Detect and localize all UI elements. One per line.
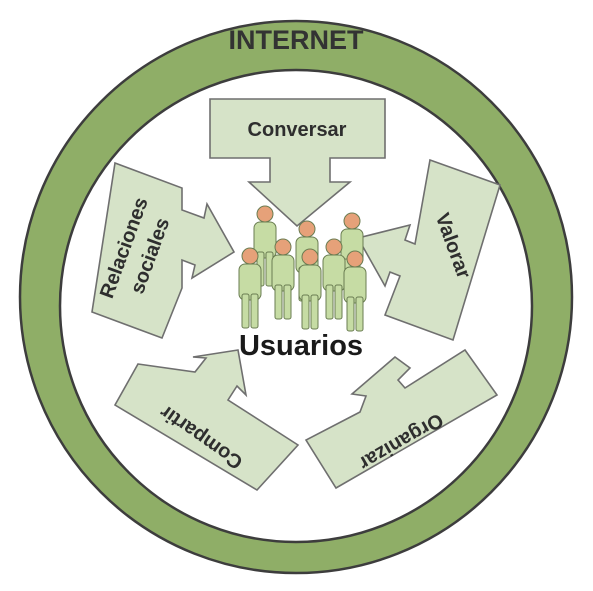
arrow-conversar: Conversar [209,98,386,228]
person-figure [343,250,367,332]
arrow-conversar-shape [209,98,386,228]
people-group-icon [238,205,367,332]
arrow-relaciones-shape [91,161,236,340]
center-label: Usuarios [239,330,363,362]
arrow-compartir-shape [113,349,300,492]
arrow-valorar-shape [356,158,501,342]
arrow-relaciones-sociales: Relaciones sociales [91,161,236,340]
ring-outline-outer [18,19,574,575]
person-figure [322,238,346,320]
person-figure [271,238,295,320]
arrow-organizar-shape [304,348,499,490]
person-figure [298,248,322,330]
arrow-valorar: Valorar [356,158,501,342]
arrow-conversar-label: Conversar [248,119,347,141]
person-figure [238,247,262,329]
ring-title: INTERNET [229,25,365,55]
